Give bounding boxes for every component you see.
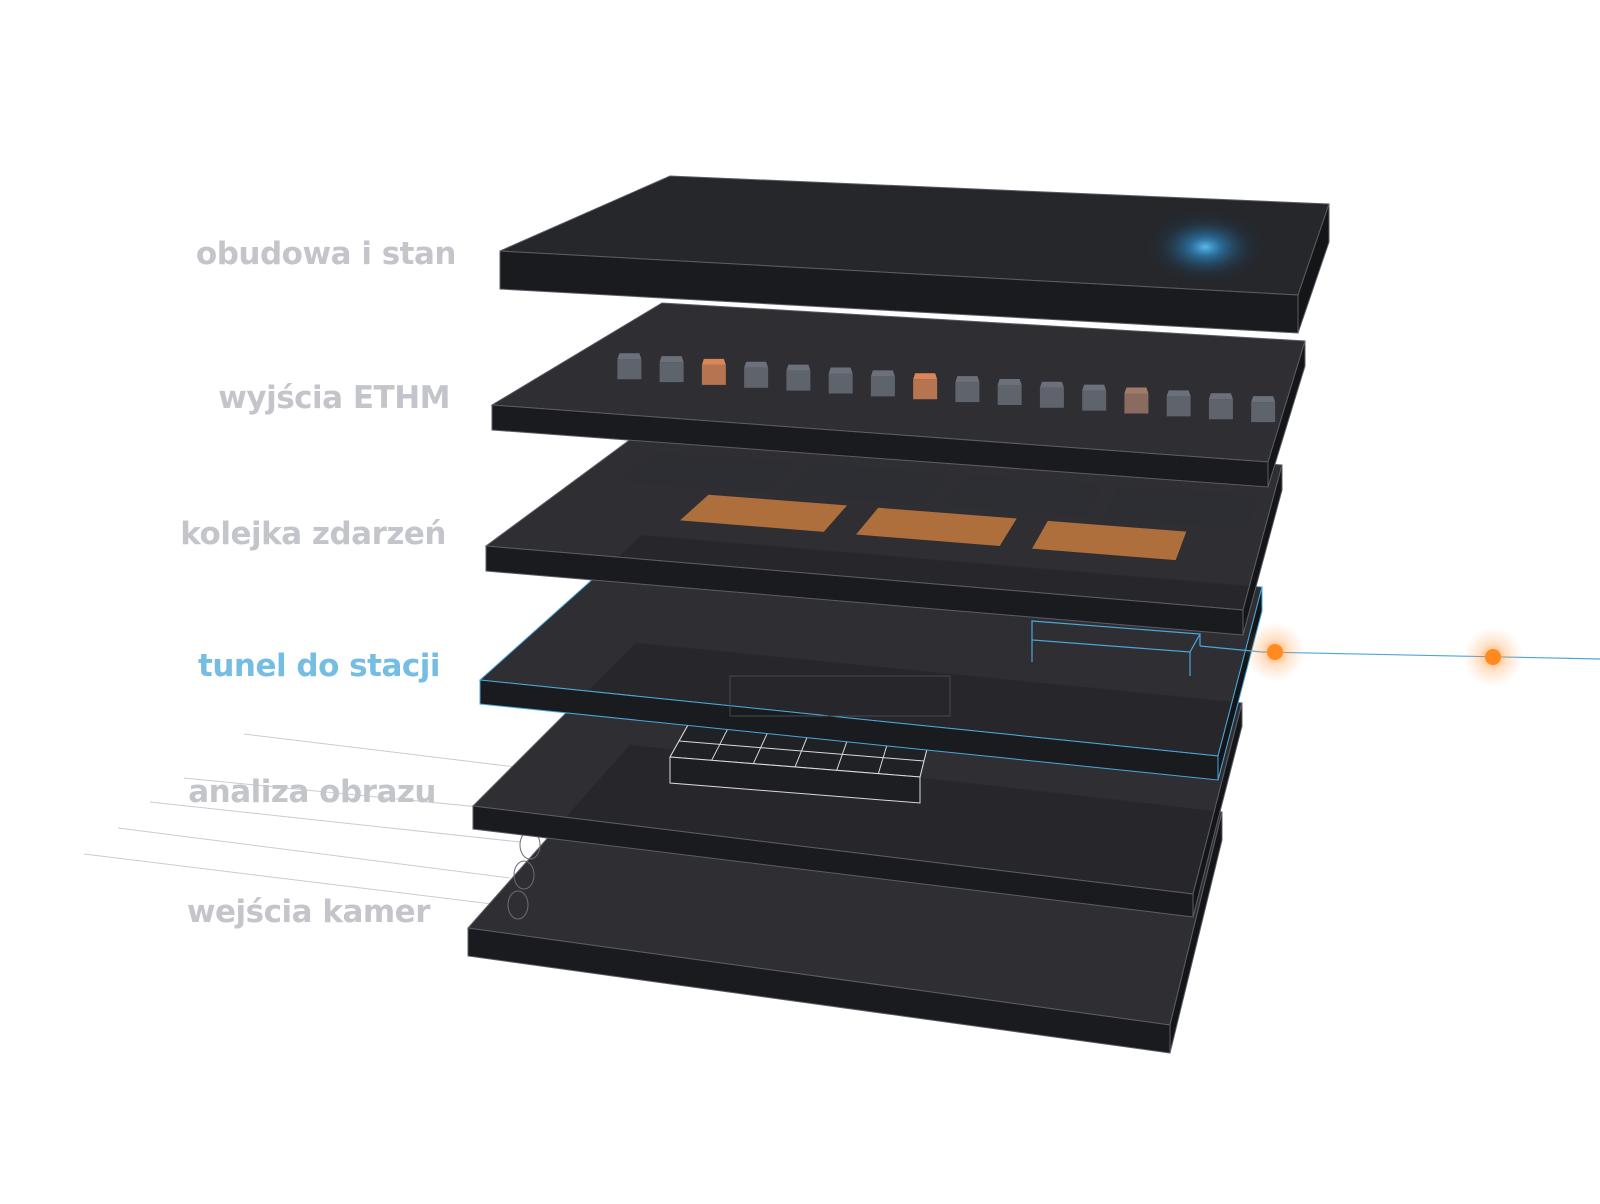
output-port-top bbox=[701, 358, 726, 365]
queue-slot-event bbox=[856, 507, 1017, 547]
layer-label-queue: kolejka zdarzeń bbox=[180, 516, 446, 552]
output-port-front bbox=[701, 364, 726, 385]
output-port-top bbox=[1208, 393, 1233, 400]
output-port-front bbox=[870, 376, 895, 397]
output-port-front bbox=[997, 384, 1022, 405]
output-port-front bbox=[955, 382, 980, 403]
ghost-grid bbox=[729, 675, 951, 717]
status-led-icon bbox=[1143, 209, 1268, 286]
output-port-top bbox=[828, 367, 853, 374]
layer-label-cameras: wejścia kamer bbox=[186, 894, 431, 930]
queue-slot-empty bbox=[619, 452, 795, 492]
queue-slot-event bbox=[1032, 520, 1187, 561]
output-port-front bbox=[1039, 387, 1064, 408]
output-port-top bbox=[659, 356, 684, 363]
output-port-front bbox=[744, 367, 769, 388]
layer-slabs bbox=[467, 175, 1330, 1054]
output-port-top bbox=[1082, 384, 1107, 391]
camera-input-lines bbox=[83, 733, 541, 906]
camera-input-line bbox=[243, 733, 541, 771]
queue-slot-empty bbox=[942, 474, 1103, 517]
camera-input-line bbox=[117, 827, 511, 879]
analysis-grid-line bbox=[678, 740, 925, 762]
output-port-top bbox=[744, 361, 769, 368]
slab-side-analysis bbox=[1192, 702, 1243, 918]
output-port-top bbox=[913, 373, 938, 380]
layer-outputs bbox=[490, 302, 1306, 488]
layer-enclosure bbox=[499, 175, 1330, 334]
output-port-front bbox=[913, 379, 938, 400]
tunnel-connection bbox=[1245, 622, 1600, 687]
output-port-top bbox=[1166, 390, 1191, 397]
output-port-front bbox=[1251, 402, 1276, 423]
camera-connector-icon bbox=[513, 860, 535, 890]
analysis-grid-front bbox=[669, 756, 921, 804]
queue-slot-empty bbox=[1103, 485, 1258, 529]
camera-input-line bbox=[149, 801, 521, 843]
output-port-top bbox=[1039, 381, 1064, 388]
queue-slot-event bbox=[680, 494, 847, 532]
tunnel-line bbox=[1261, 651, 1600, 660]
output-port-top bbox=[617, 353, 642, 360]
output-port-top bbox=[1251, 396, 1276, 403]
output-port-front bbox=[1124, 393, 1149, 414]
output-port-top bbox=[786, 364, 811, 371]
slab-side-queue bbox=[1242, 464, 1283, 636]
layer-label-analysis: analiza obrazu bbox=[188, 774, 436, 810]
output-port-front bbox=[828, 373, 853, 394]
output-port-top bbox=[955, 376, 980, 383]
queue-slot-empty bbox=[780, 463, 949, 505]
camera-input-line bbox=[83, 853, 501, 906]
output-port-front bbox=[617, 359, 642, 380]
output-port-front bbox=[1208, 399, 1233, 420]
output-port-top bbox=[1124, 387, 1149, 394]
layer-label-enclosure: obudowa i stan bbox=[195, 236, 457, 272]
output-port-front bbox=[786, 370, 811, 391]
camera-connector-icon bbox=[507, 890, 529, 920]
slab-side-enclosure bbox=[1297, 203, 1330, 334]
slab-side-cameras bbox=[1169, 811, 1223, 1054]
layer-label-outputs: wyjścia ETHM bbox=[218, 380, 450, 416]
output-port-top bbox=[997, 378, 1022, 385]
layer-label-tunnel: tunel do stacji bbox=[198, 648, 441, 684]
slab-side-outputs bbox=[1267, 340, 1306, 488]
network-node-icon bbox=[1267, 644, 1283, 660]
network-node-icon bbox=[1485, 649, 1501, 665]
output-port-front bbox=[1082, 390, 1107, 411]
output-port-top bbox=[870, 370, 895, 377]
output-port-front bbox=[1166, 396, 1191, 417]
output-port-front bbox=[659, 362, 684, 383]
